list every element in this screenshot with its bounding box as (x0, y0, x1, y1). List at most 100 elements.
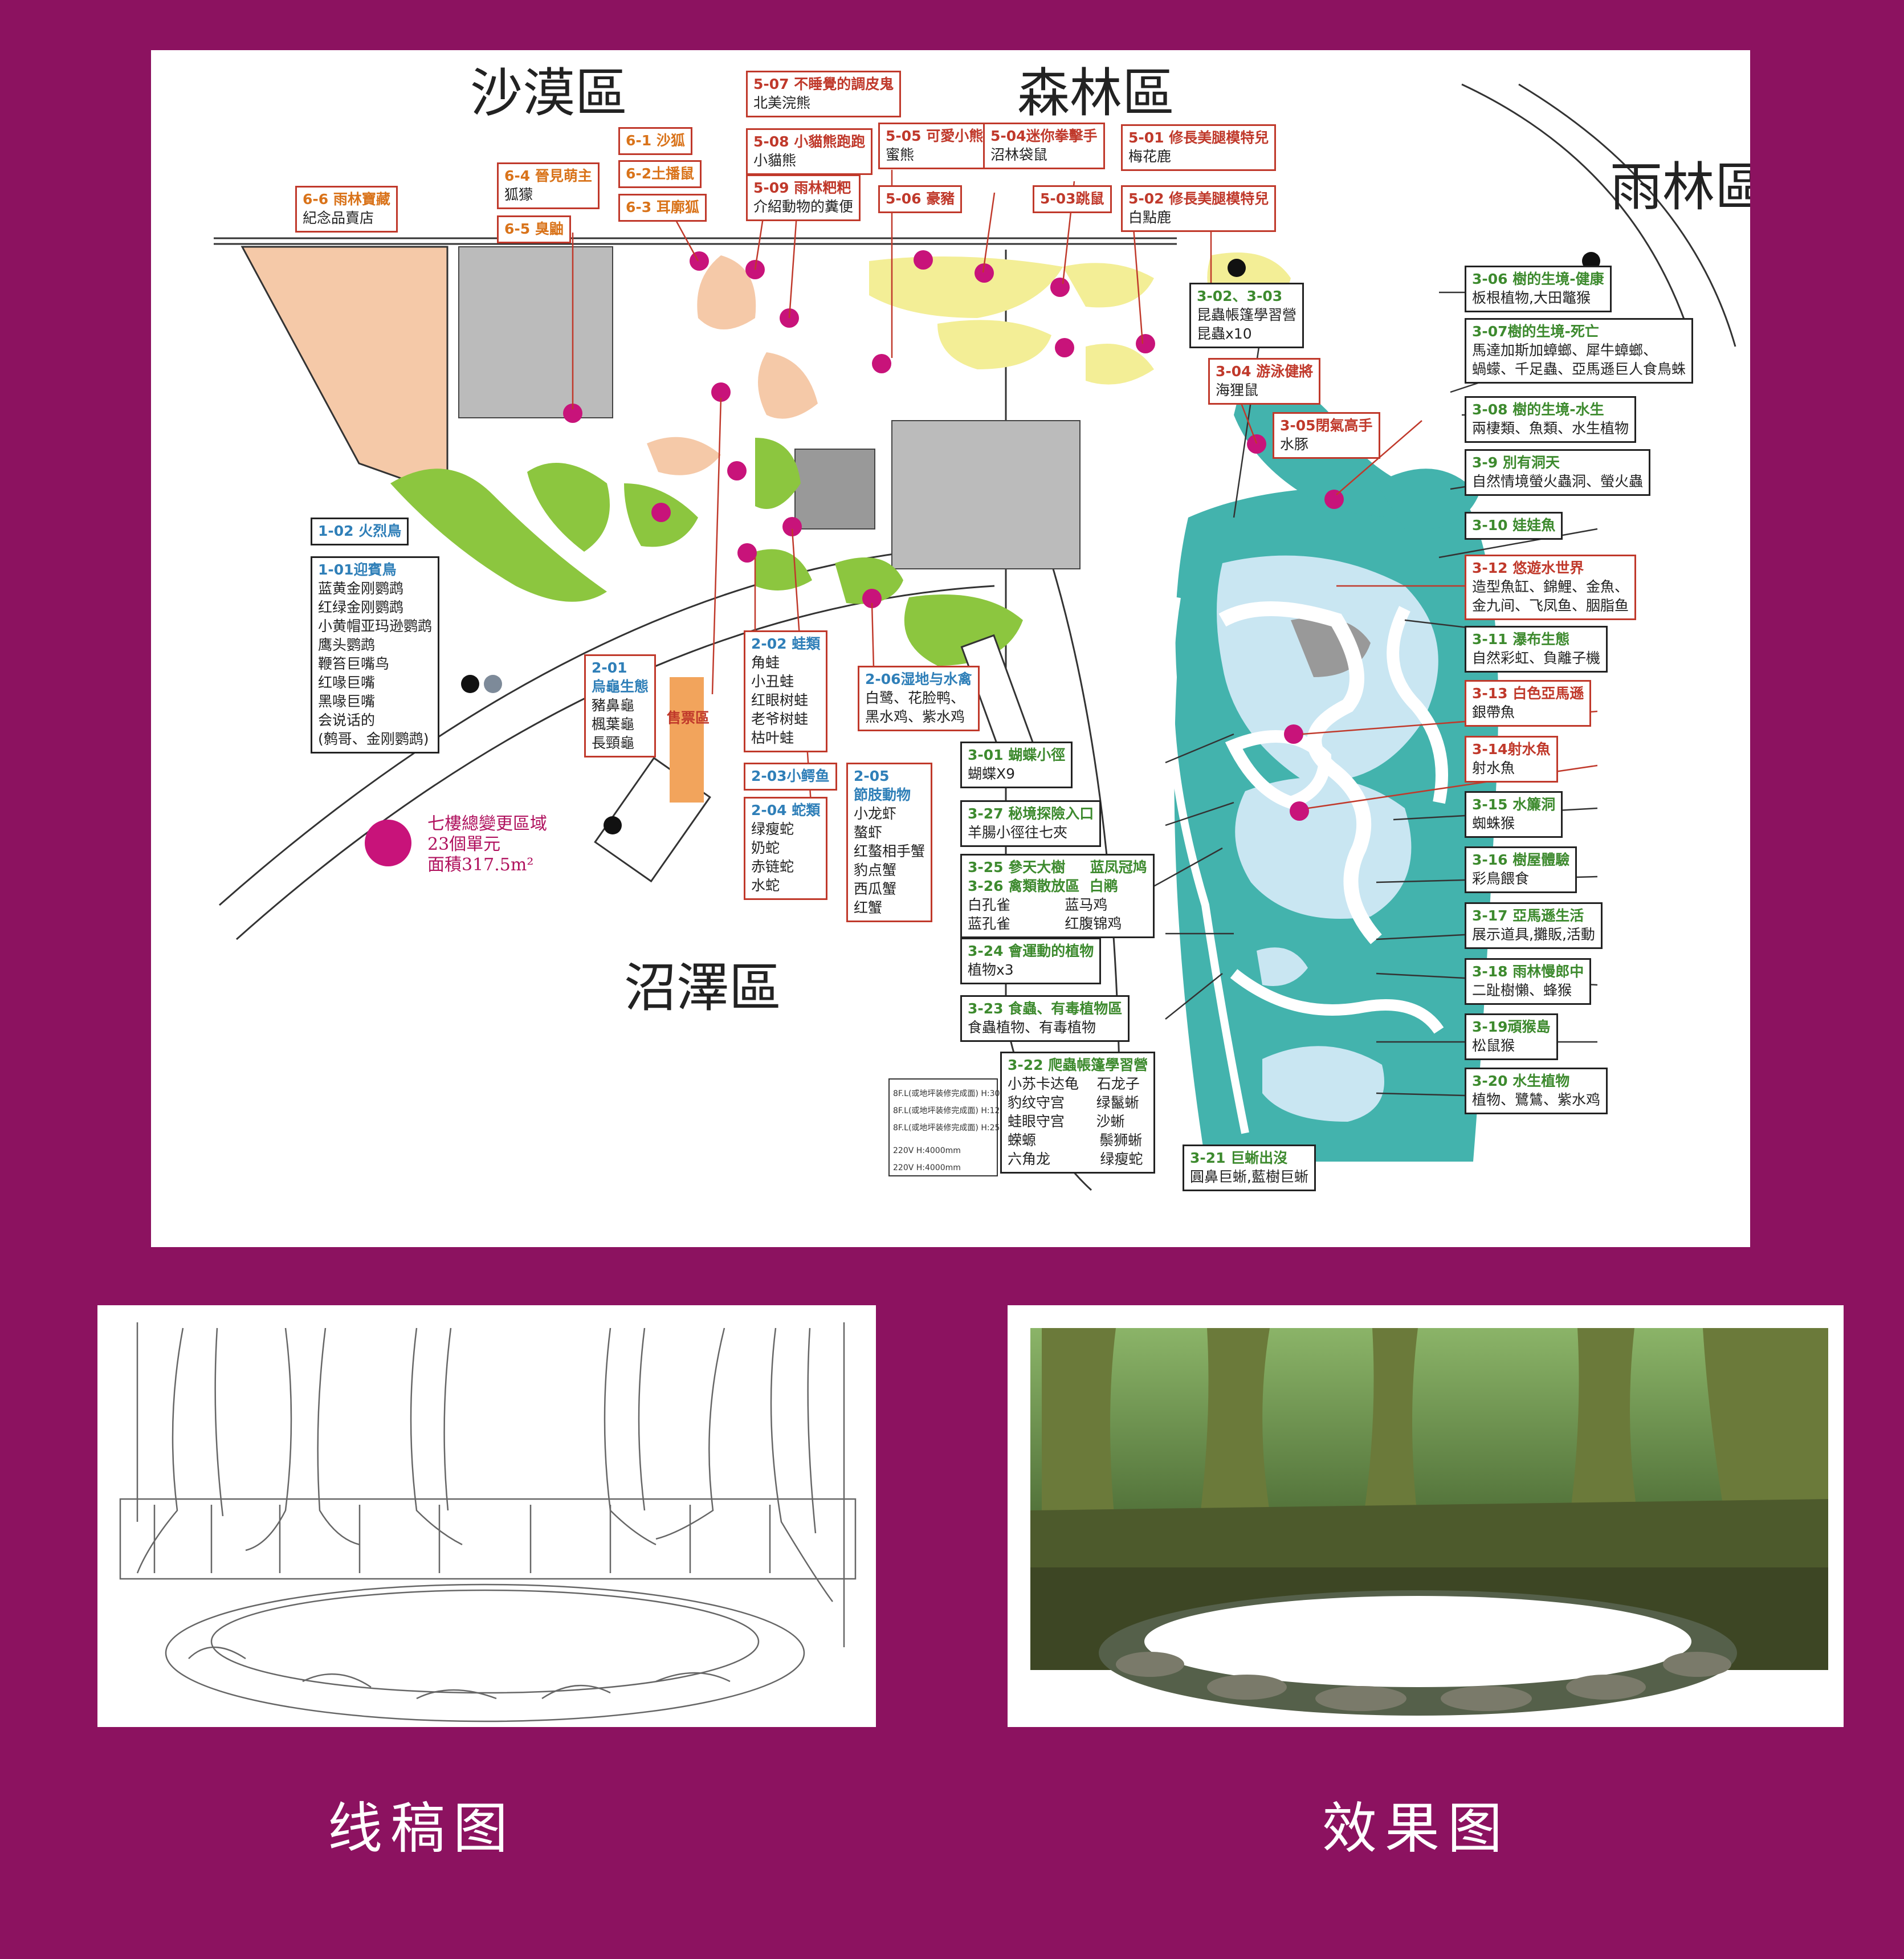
label-5-07: 5-07 不睡覺的調皮鬼北美浣熊 (746, 71, 902, 117)
label-names: 展示道具,攤販,活動 (1472, 926, 1595, 943)
swamp-enclosure (835, 557, 903, 604)
ticket-text: 售票區 (667, 710, 710, 726)
forest-enclosure (937, 320, 1051, 369)
label-code: 6-1 沙狐 (626, 132, 685, 149)
label-3-25-26: 3-25 參天大樹 蓝凤冠鸠 3-26 禽類散放區 白鹇白孔雀 蓝马鸡 蓝孔雀 … (960, 854, 1155, 938)
rainforest-area (1376, 469, 1479, 530)
label-names: 白鹭、花脸鸭、 黑水鸡、紫水鸡 (865, 690, 965, 725)
label-6-1: 6-1 沙狐 (618, 127, 692, 155)
label-code: 3-08 樹的生境-水生 (1472, 401, 1604, 418)
label-code: 3-23 食蟲、有毒植物區 (968, 1000, 1123, 1017)
label-code: 5-09 雨林粑粑 (753, 180, 851, 196)
caption-render: 效果图 (1322, 1797, 1510, 1860)
label-3-04: 3-04 游泳健將海狸鼠 (1208, 358, 1321, 405)
label-code: 3-9 別有洞天 (1472, 454, 1560, 471)
label-code: 5-03跳鼠 (1040, 190, 1104, 207)
legend-marker (365, 820, 411, 866)
label-names: 造型魚缸、錦鯉、金魚、 金九间、飞凤鱼、胭脂鱼 (1472, 579, 1629, 614)
label-2-04: 2-04 蛇類绿瘦蛇 奶蛇 赤链蛇 水蛇 (744, 797, 828, 900)
label-code: 1-02 火烈鳥 (318, 523, 402, 539)
label-names: 蜘蛛猴 (1472, 815, 1515, 832)
label-code: 3-04 游泳健將 (1216, 363, 1314, 380)
label-code: 2-03小鳄鱼 (751, 768, 830, 784)
zone-title-desert: 沙漠區 (470, 63, 628, 124)
caption-lineart: 线稿图 (328, 1797, 516, 1860)
desert-enclosure (758, 352, 818, 419)
label-5-01: 5-01 修長美腿模特兒梅花鹿 (1121, 124, 1277, 171)
label-code: 2-05 節肢動物 (854, 768, 911, 803)
label-code: 3-27 秘境探險入口 (968, 805, 1094, 822)
swamp-enclosure (527, 463, 610, 552)
floor-plan-map: 售票區 8F.L(或地坪装修完成面) H:3000 8F.L(或地坪装修完成面)… (151, 50, 1750, 1247)
render-card (1008, 1305, 1844, 1727)
label-names: 植物、鷺鷥、紫水鸡 (1472, 1091, 1601, 1108)
label-3-01: 3-01 蝴蝶小徑蝴蝶X9 (960, 742, 1073, 788)
desert-shop-area (240, 246, 449, 496)
label-names: 圓鼻巨蜥,藍樹巨蜥 (1190, 1168, 1308, 1185)
label-2-03: 2-03小鳄鱼 (744, 763, 837, 791)
lineart-illustration (119, 1322, 857, 1722)
label-names: 兩棲類、魚類、水生植物 (1472, 420, 1629, 437)
label-3-21: 3-21 巨蜥出沒圓鼻巨蜥,藍樹巨蜥 (1183, 1145, 1316, 1191)
building-block (458, 246, 613, 418)
svg-text:8F.L(或地坪装修完成面) H:2500: 8F.L(或地坪装修完成面) H:2500 (893, 1123, 1010, 1133)
label-names: 食蟲植物、有毒植物 (968, 1019, 1096, 1036)
label-code: 2-04 蛇類 (751, 802, 821, 818)
swamp-enclosure (755, 549, 812, 590)
spec-table: 8F.L(或地坪装修完成面) H:3000 8F.L(或地坪装修完成面) H:1… (888, 1078, 1010, 1176)
zone-title-forest: 森林區 (1017, 63, 1175, 124)
label-code: 3-06 樹的生境-健康 (1472, 271, 1604, 287)
label-names: 豬鼻龜 楓葉龜 長頸龜 (592, 697, 635, 751)
label-3-08: 3-08 樹的生境-水生兩棲類、魚類、水生植物 (1465, 396, 1637, 443)
label-names: 小貓熊 (753, 152, 797, 169)
label-3-16: 3-16 樹屋體驗彩鳥餵食 (1465, 846, 1577, 893)
label-6-2: 6-2土播鼠 (618, 160, 702, 188)
label-names: 小苏卡达龟 石龙子 豹纹守宫 绿鬣蜥 蛙眼守宫 沙蜥 蝾螈 鬃狮蜥 六角龙 绿瘦… (1008, 1076, 1143, 1167)
forest-enclosure (1086, 344, 1154, 385)
label-names: 昆蟲帳篷學習營 昆蟲x10 (1197, 307, 1297, 342)
column-marker-grey (484, 675, 502, 693)
label-3-07: 3-07樹的生境-死亡馬達加斯加蟑螂、犀牛蟑螂、 蝸蠓、千足蟲、亞馬遜巨人食鳥蛛 (1465, 318, 1694, 384)
label-names: 狐獴 (504, 186, 533, 203)
label-code: 6-5 臭鼬 (504, 221, 564, 237)
label-code: 2-02 蛙類 (751, 636, 821, 652)
label-3-17: 3-17 亞馬遜生活展示道具,攤販,活動 (1465, 902, 1603, 949)
label-5-04: 5-04迷你拳擊手沼林袋鼠 (983, 123, 1105, 169)
label-3-23: 3-23 食蟲、有毒植物區食蟲植物、有毒植物 (960, 995, 1130, 1042)
label-names: 白孔雀 蓝马鸡 蓝孔雀 红腹锦鸡 (968, 897, 1122, 932)
svg-text:220V H:4000mm: 220V H:4000mm (893, 1163, 961, 1172)
legend-text: 七樓總變更區域 23個單元 面積317.5m² (427, 814, 547, 875)
label-names: 小龙虾 螯虾 红螯相手蟹 豹点蟹 西瓜蟹 红蟹 (854, 805, 926, 916)
label-code: 5-05 可愛小熊 (886, 128, 984, 144)
label-1-02: 1-02 火烈鳥 (311, 518, 409, 545)
label-code: 3-11 瀑布生態 (1472, 631, 1570, 647)
label-5-02: 5-02 修長美腿模特兒白點鹿 (1121, 185, 1277, 232)
label-2-01: 2-01 烏龜生態豬鼻龜 楓葉龜 長頸龜 (584, 654, 657, 757)
zone-title-swamp: 沼澤區 (624, 958, 782, 1019)
label-code: 5-04迷你拳擊手 (990, 128, 1098, 144)
label-3-05: 3-05閉氣高手水豚 (1273, 412, 1380, 459)
label-names: 彩鳥餵食 (1472, 870, 1530, 887)
label-names: 白點鹿 (1128, 209, 1172, 226)
label-names: 二趾樹懶、蜂猴 (1472, 982, 1572, 999)
label-3-10: 3-10 娃娃魚 (1465, 512, 1563, 540)
label-names: 绿瘦蛇 奶蛇 赤链蛇 水蛇 (751, 821, 794, 894)
label-names: 蜜熊 (886, 146, 915, 163)
label-code: 3-15 水簾洞 (1472, 796, 1556, 813)
swamp-enclosure (390, 469, 607, 602)
label-code: 3-16 樹屋體驗 (1472, 852, 1570, 868)
label-code: 3-05閉氣高手 (1280, 417, 1373, 434)
svg-text:8F.L(或地坪装修完成面) H:1200: 8F.L(或地坪装修完成面) H:1200 (893, 1106, 1010, 1115)
label-names: 梅花鹿 (1128, 148, 1172, 165)
label-3-27: 3-27 秘境探險入口羊腸小徑往七夾 (960, 800, 1102, 847)
label-code: 5-08 小貓熊跑跑 (753, 133, 866, 150)
label-code: 6-4 晉見萌主 (504, 168, 592, 184)
swamp-enclosure (755, 438, 801, 509)
forest-enclosure (869, 256, 1063, 318)
label-names: 角蛙 小丑蛙 红眼树蛙 老爷树蛙 枯叶蛙 (751, 654, 809, 746)
label-code: 5-01 修長美腿模特兒 (1128, 129, 1269, 146)
label-names: 水豚 (1280, 436, 1309, 453)
label-6-5: 6-5 臭鼬 (497, 215, 571, 243)
label-names: 自然彩虹、負離子機 (1472, 650, 1601, 666)
label-code: 3-19頑猴島 (1472, 1019, 1551, 1035)
